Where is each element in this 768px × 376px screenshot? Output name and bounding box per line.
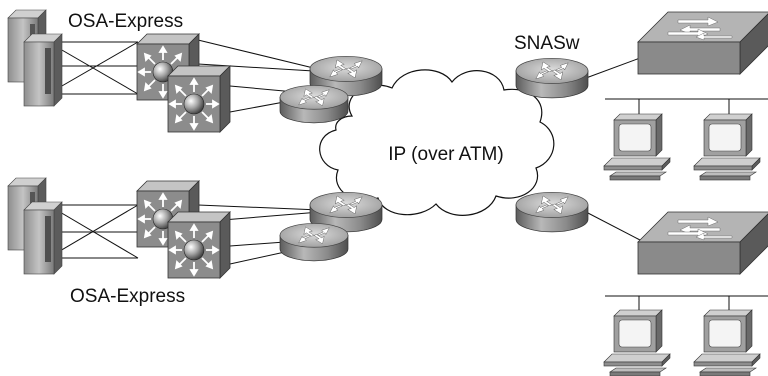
mainframe-icon <box>7 9 63 107</box>
workstation-top-right <box>693 113 761 181</box>
workstation-icon <box>693 309 761 376</box>
workstation-top-left <box>603 113 671 181</box>
workgroup-switch-top <box>637 11 768 75</box>
links-bottom <box>47 204 321 265</box>
router-icon <box>515 57 589 99</box>
workstation-icon <box>603 113 671 181</box>
router-bottom-2 <box>279 223 349 262</box>
snasw-router <box>515 57 589 99</box>
cloud-icon <box>319 69 555 216</box>
mainframe-icon <box>7 177 63 275</box>
router-icon <box>279 223 349 262</box>
workstation-icon <box>693 113 761 181</box>
workstation-icon <box>603 309 671 376</box>
osa-switch-bottom-2 <box>167 211 231 279</box>
mainframe-bottom <box>7 177 63 275</box>
workgroup-switch-icon <box>637 211 768 275</box>
workgroup-switch-bottom <box>637 211 768 275</box>
workstation-bottom-left <box>603 309 671 376</box>
snasw-label: SNASw <box>514 33 580 54</box>
mainframe-top <box>7 9 63 107</box>
mainframe-switch-links-top <box>47 41 139 95</box>
ip-cloud: IP (over ATM) <box>319 69 555 216</box>
osa-express-label-top: OSA-Express <box>68 11 183 32</box>
workgroup-switch-icon <box>637 11 768 75</box>
osa-switch-top-2 <box>167 65 231 133</box>
router-icon <box>515 191 589 233</box>
links-top <box>47 39 331 113</box>
mainframe-switch-links-bottom <box>47 204 139 259</box>
multilayer-switch-icon <box>167 65 231 133</box>
lan-links <box>585 57 768 320</box>
router-icon <box>279 85 349 124</box>
osa-express-label-bottom: OSA-Express <box>70 286 185 307</box>
cloud-label: IP (over ATM) <box>388 144 503 165</box>
workstation-bottom-right <box>693 309 761 376</box>
router-top-2 <box>279 85 349 124</box>
multilayer-switch-icon <box>167 211 231 279</box>
router-right-bottom <box>515 191 589 233</box>
